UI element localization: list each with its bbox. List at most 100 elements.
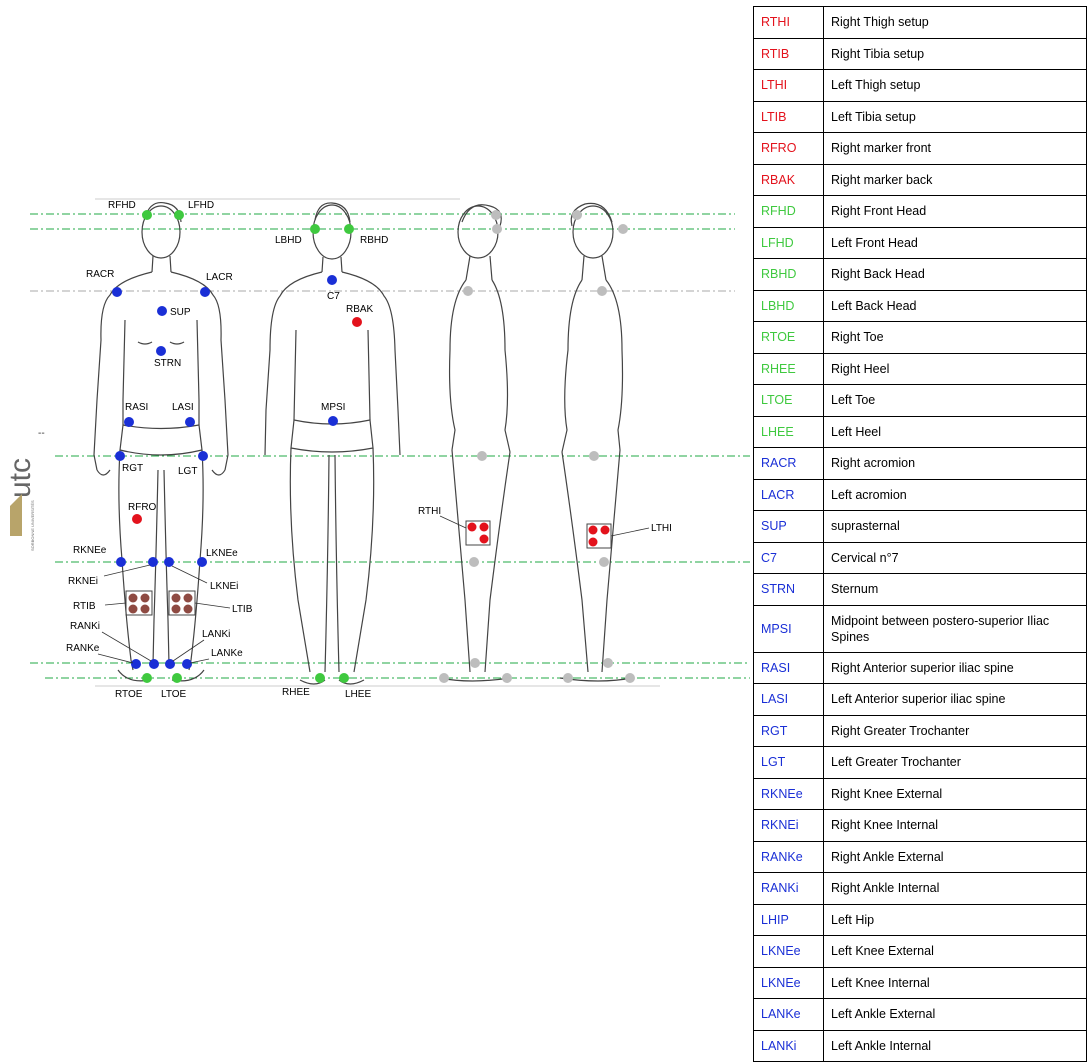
marker-description: Right Knee Internal bbox=[824, 810, 1087, 842]
table-row: RTHIRight Thigh setup bbox=[754, 7, 1087, 39]
ltib-pad bbox=[184, 605, 193, 614]
rthi-pad bbox=[468, 523, 477, 532]
lthi-pad bbox=[589, 538, 598, 547]
label-lasi: LASI bbox=[172, 402, 194, 413]
marker-code: RFHD bbox=[754, 196, 824, 228]
marker-ranke bbox=[131, 659, 141, 669]
lthi-pad bbox=[601, 526, 610, 535]
lthi-pad bbox=[589, 526, 598, 535]
label-ranki: RANKi bbox=[70, 621, 100, 632]
label-lfhd: LFHD bbox=[188, 200, 214, 211]
marker-description: Left Knee External bbox=[824, 936, 1087, 968]
table-row: RANKeRight Ankle External bbox=[754, 841, 1087, 873]
marker-description: Right Ankle Internal bbox=[824, 873, 1087, 905]
marker-rhee bbox=[315, 673, 325, 683]
dash-mark: -- bbox=[38, 428, 45, 439]
table-row: RFHDRight Front Head bbox=[754, 196, 1087, 228]
rthi-leader bbox=[440, 516, 466, 528]
marker-code: SUP bbox=[754, 511, 824, 543]
marker-sup bbox=[157, 306, 167, 316]
rtib-pad bbox=[129, 605, 138, 614]
marker-description: Cervical n°7 bbox=[824, 542, 1087, 574]
label-rknei: RKNEi bbox=[68, 576, 98, 587]
table-row: RKNEeRight Knee External bbox=[754, 778, 1087, 810]
ltib-pad bbox=[184, 594, 193, 603]
marker-code: LBHD bbox=[754, 290, 824, 322]
table-row: RGTRight Greater Trochanter bbox=[754, 715, 1087, 747]
marker-description: Sternum bbox=[824, 574, 1087, 606]
marker-code: C7 bbox=[754, 542, 824, 574]
marker-code: RANKi bbox=[754, 873, 824, 905]
marker-description: Right Tibia setup bbox=[824, 38, 1087, 70]
table-row: LTHILeft Thigh setup bbox=[754, 70, 1087, 102]
marker-code: RFRO bbox=[754, 133, 824, 165]
label-lknee: LKNEe bbox=[206, 548, 238, 559]
table-row: RTOERight Toe bbox=[754, 322, 1087, 354]
marker-description: Right Heel bbox=[824, 353, 1087, 385]
table-row: MPSIMidpoint between postero-superior Il… bbox=[754, 605, 1087, 652]
side-body-outline-right bbox=[440, 205, 510, 681]
marker-description: Right Thigh setup bbox=[824, 7, 1087, 39]
marker-c7 bbox=[327, 275, 337, 285]
marker-code: LHIP bbox=[754, 904, 824, 936]
marker-code: RBHD bbox=[754, 259, 824, 291]
label-lanke: LANKe bbox=[211, 648, 243, 659]
marker-code: RGT bbox=[754, 715, 824, 747]
marker-rbhd bbox=[344, 224, 354, 234]
side-left-markers bbox=[563, 210, 635, 683]
label-rknee: RKNEe bbox=[73, 545, 107, 556]
marker-description: Left Front Head bbox=[824, 227, 1087, 259]
label-lgt: LGT bbox=[178, 466, 197, 477]
label-ltib: LTIB bbox=[232, 604, 253, 615]
marker-code: LFHD bbox=[754, 227, 824, 259]
label-rthi: RTHI bbox=[418, 506, 441, 517]
marker-code: RHEE bbox=[754, 353, 824, 385]
marker-description: Right Knee External bbox=[824, 778, 1087, 810]
marker-rgt bbox=[115, 451, 125, 461]
label-lhee: LHEE bbox=[345, 689, 371, 700]
marker-description: Left acromion bbox=[824, 479, 1087, 511]
marker-rfhd bbox=[142, 210, 152, 220]
table-row: RFRORight marker front bbox=[754, 133, 1087, 165]
label-strn: STRN bbox=[154, 358, 181, 369]
table-row: SUPsuprasternal bbox=[754, 511, 1087, 543]
marker-description: Right Toe bbox=[824, 322, 1087, 354]
marker-code: RKNEi bbox=[754, 810, 824, 842]
marker-rknee bbox=[116, 557, 126, 567]
marker-description: Left Greater Trochanter bbox=[824, 747, 1087, 779]
label-mpsi: MPSI bbox=[321, 402, 345, 413]
marker-description: Left Anterior superior iliac spine bbox=[824, 684, 1087, 716]
marker-code: STRN bbox=[754, 574, 824, 606]
marker-code: RTOE bbox=[754, 322, 824, 354]
label-rfro: RFRO bbox=[128, 502, 157, 513]
label-c7: C7 bbox=[327, 291, 340, 302]
ltib-pad bbox=[172, 605, 181, 614]
marker-placement-figure: RFHD LFHD RACR LACR SUP STRN RASI LASI R… bbox=[0, 0, 750, 1061]
marker-code: LHEE bbox=[754, 416, 824, 448]
marker-description: Right Greater Trochanter bbox=[824, 715, 1087, 747]
label-ltoe: LTOE bbox=[161, 689, 187, 700]
marker-description: Left Toe bbox=[824, 385, 1087, 417]
rtib-pad bbox=[129, 594, 138, 603]
marker-lasi bbox=[185, 417, 195, 427]
guide-lines bbox=[30, 199, 750, 686]
marker-code: RANKe bbox=[754, 841, 824, 873]
label-racr: RACR bbox=[86, 269, 114, 280]
marker-code: LKNEe bbox=[754, 967, 824, 999]
marker-lfhd bbox=[174, 210, 184, 220]
marker-code: LGT bbox=[754, 747, 824, 779]
label-rbak: RBAK bbox=[346, 304, 374, 315]
marker-ltoe bbox=[172, 673, 182, 683]
label-ranke: RANKe bbox=[66, 643, 100, 654]
marker-lbhd bbox=[310, 224, 320, 234]
